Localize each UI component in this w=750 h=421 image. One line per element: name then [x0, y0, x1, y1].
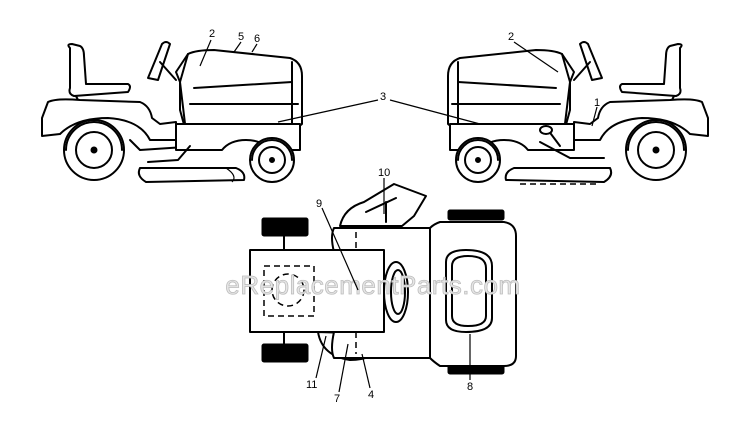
callout-3: 3 — [380, 91, 386, 103]
callout-7: 7 — [334, 393, 340, 405]
top-view-mower — [249, 183, 517, 375]
callout-6-left: 6 — [254, 33, 260, 45]
callout-2-right: 2 — [508, 31, 514, 43]
callout-1-right: 1 — [594, 97, 600, 109]
callout-labels: 2 5 6 3 2 1 10 9 8 11 7 4 — [209, 28, 600, 405]
callout-5-left: 5 — [238, 31, 244, 43]
callout-11: 11 — [306, 379, 317, 391]
callout-9: 9 — [316, 198, 322, 210]
right-side-view-mower — [447, 41, 709, 185]
callout-10: 10 — [378, 167, 390, 179]
callout-8: 8 — [467, 381, 473, 393]
callout-4: 4 — [368, 389, 374, 401]
callout-2-left: 2 — [209, 28, 215, 40]
leader-lines — [199, 39, 598, 393]
left-side-view-mower — [41, 41, 303, 183]
watermark: eReplacementParts.com — [225, 270, 520, 300]
